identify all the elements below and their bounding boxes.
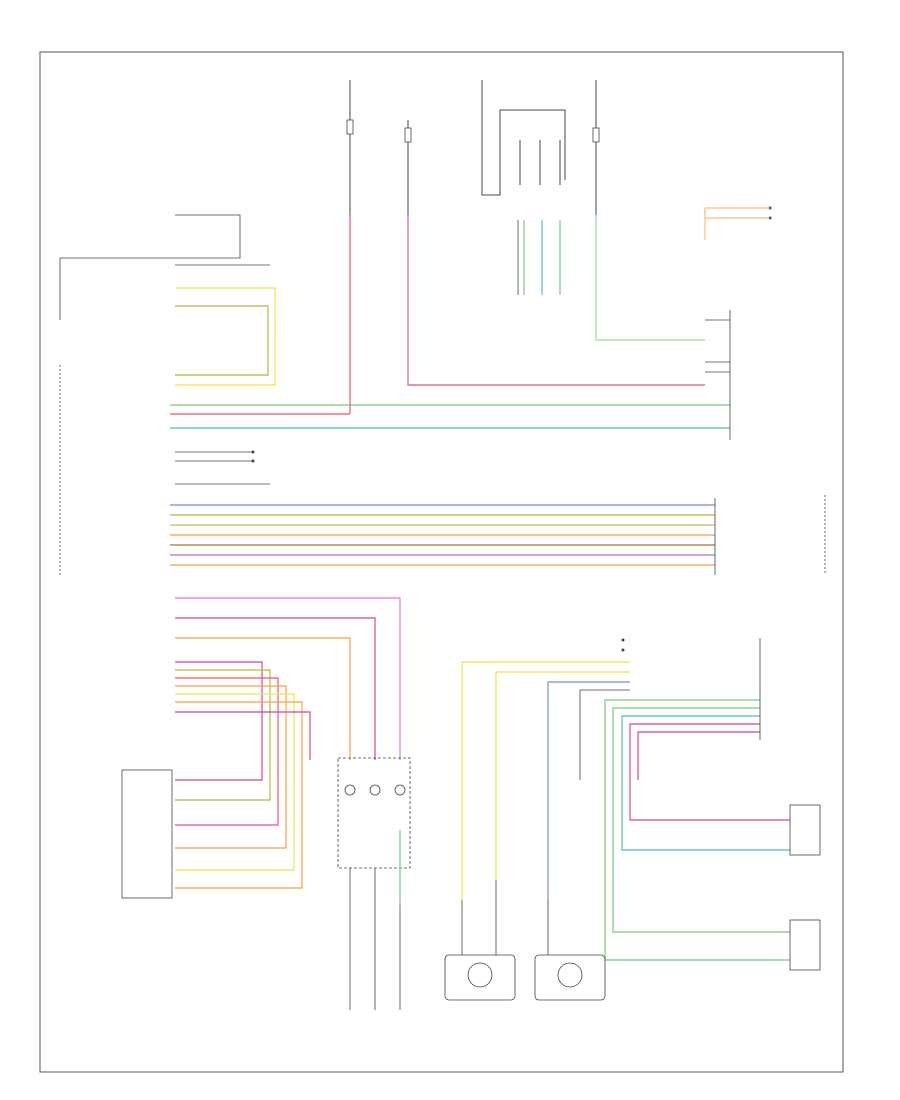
wire-pink-ctl [175,617,376,760]
wire-olive [175,305,269,376]
connector-dots-1 [251,206,772,652]
top-right-feed [704,207,770,240]
wire-pink-feed [407,215,705,386]
upper-harness [170,215,730,429]
diagram-frame [39,51,844,1073]
wire-magenta-ctl [175,597,401,760]
wire-orange-ctl [175,637,351,760]
fuse-symbol [592,127,600,143]
right-upper-module [705,310,731,440]
wire-yellow-lf [461,661,630,900]
steering-control-switch [337,757,411,1010]
wire-blue-rf [547,681,630,900]
clock-spring-area [59,214,270,320]
wire-yellow [175,287,276,386]
right-lower-sensors [789,804,821,971]
wheel-sensors [444,880,606,1001]
fuse-feed-group [349,80,597,215]
fuse-symbols [346,119,600,143]
lower-right-harness [461,661,790,961]
fuse-symbol [346,119,354,135]
fuse-bracket [482,109,566,196]
wire-green-feed [595,215,705,341]
middle-harness [170,504,715,566]
fuse-symbol [404,127,412,143]
lower-left-harness [175,597,401,889]
lower-left-module [121,769,173,899]
wire-yellow-lf2 [495,671,630,880]
ground-lines [175,451,270,485]
